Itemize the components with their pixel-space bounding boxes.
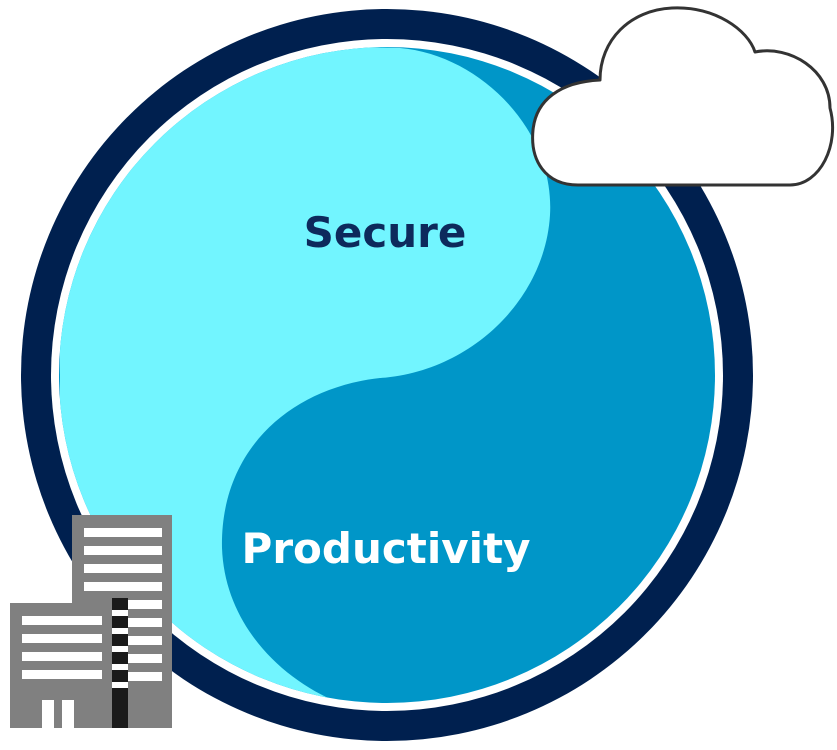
secure-label: Secure bbox=[304, 208, 467, 257]
office-building-icon bbox=[10, 515, 172, 728]
productivity-label: Productivity bbox=[242, 524, 531, 573]
cloud-icon bbox=[531, 6, 835, 187]
secure-region bbox=[60, 47, 551, 703]
